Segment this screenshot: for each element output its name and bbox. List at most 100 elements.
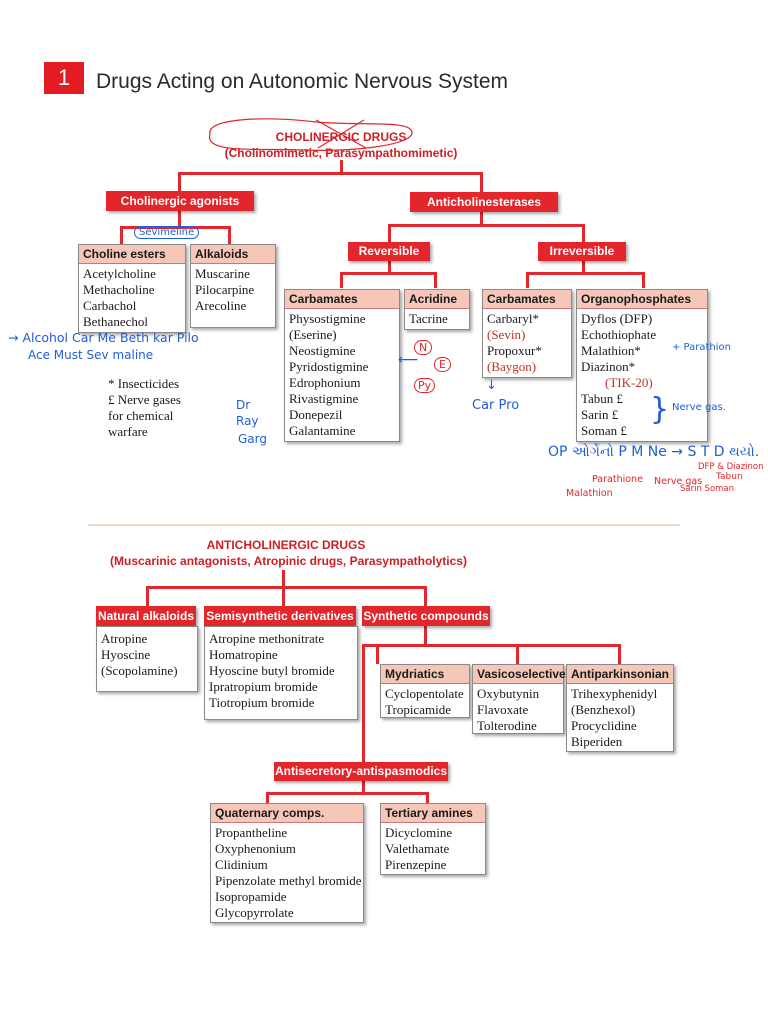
handwritten-nerve-gas: Nerve gas.: [672, 402, 726, 413]
antiparkinsonian-header: Antiparkinsonian: [567, 665, 673, 684]
list-item: Carbachol: [83, 298, 137, 313]
list-item: Cyclopentolate: [385, 686, 464, 701]
natural-alkaloids-node: Natural alkaloids: [96, 606, 196, 626]
handwritten-car-pro: Car Pro: [472, 398, 520, 413]
handwritten-down-arrow: ↓: [486, 378, 497, 393]
list-item: (Baygon): [487, 359, 537, 374]
list-item: Tacrine: [409, 311, 448, 326]
footnote-line: warfare: [108, 424, 148, 439]
list-item: Isopropamide: [215, 889, 287, 904]
organophosphates-card: Organophosphates Dyflos (DFP) Echothioph…: [576, 289, 708, 442]
acridine-header: Acridine: [405, 290, 469, 309]
list-item: Galantamine: [289, 423, 356, 438]
reversible-node: Reversible: [348, 242, 430, 261]
list-item: (Sevin): [487, 327, 526, 342]
anticholinergic-title: ANTICHOLINERGIC DRUGS: [206, 538, 366, 552]
handwritten-arrow: ⟵: [398, 352, 419, 368]
footnote-line: for chemical: [108, 408, 174, 423]
list-item: Tabun £: [581, 391, 624, 406]
list-item: Propoxur*: [487, 343, 542, 358]
anticholinesterases-node: Anticholinesterases: [410, 192, 558, 212]
handwritten-ray: Ray: [236, 414, 259, 428]
list-item: (Benzhexol): [571, 702, 636, 717]
handwritten-mnemonic-line-1: → Alcohol Car Me Beth kar Pilo: [8, 330, 199, 345]
cholinergic-agonists-node: Cholinergic agonists: [106, 191, 254, 211]
quaternary-header: Quaternary comps.: [211, 804, 363, 823]
list-item: Dicyclomine: [385, 825, 453, 840]
footnote-line: £ Nerve gases: [108, 392, 181, 407]
list-item: Muscarine: [195, 266, 250, 281]
list-item: Homatropine: [209, 647, 278, 662]
handwritten-tabun: Tabun: [716, 472, 743, 482]
handwritten-nerve-gas-2: Nerve gas: [654, 476, 703, 487]
list-item: Pyridostigmine: [289, 359, 369, 374]
handwritten-malathion: Malathion: [566, 488, 613, 499]
handwritten-py: Py: [414, 378, 436, 393]
handwritten-sarin-soman: Sarin Soman: [680, 484, 735, 494]
handwritten-op-line: OP ઓર્ગેનો P M Ne → S T D થયો.: [548, 444, 760, 460]
list-item: Hyoscine butyl bromide: [209, 663, 335, 678]
list-item: Pilocarpine: [195, 282, 255, 297]
choline-esters-header: Choline esters: [79, 245, 185, 264]
list-item: Tiotropium bromide: [209, 695, 315, 710]
handwritten-parathion: + Parathion: [672, 342, 731, 353]
list-item: Hyoscine: [101, 647, 151, 662]
list-item: (TIK-20): [605, 375, 653, 390]
list-item: Sarin £: [581, 407, 619, 422]
list-item: (Eserine): [289, 327, 337, 342]
semisynthetic-node: Semisynthetic derivatives: [204, 606, 356, 626]
list-item: Edrophonium: [289, 375, 361, 390]
handwritten-mnemonic-line-2: Ace Must Sev maline: [28, 348, 154, 362]
section-divider: [88, 524, 680, 526]
choline-esters-card: Choline esters Acetylcholine Methacholin…: [78, 244, 186, 333]
vasicoselective-header: Vasicoselective: [473, 665, 566, 684]
carbamates-reversible-card: Carbamates Physostigmine (Eserine) Neost…: [284, 289, 400, 442]
list-item: Methacholine: [83, 282, 155, 297]
tertiary-card: Tertiary amines Dicyclomine Valethamate …: [380, 803, 486, 875]
carbamates-reversible-header: Carbamates: [285, 290, 399, 309]
list-item: Valethamate: [385, 841, 450, 856]
list-item: Echothiophate: [581, 327, 657, 342]
list-item: Malathion*: [581, 343, 641, 358]
antisecretory-node: Antisecretory-antispasmodics: [274, 762, 448, 781]
list-item: Ipratropium bromide: [209, 679, 318, 694]
quaternary-card: Quaternary comps. Propantheline Oxypheno…: [210, 803, 364, 923]
list-item: Procyclidine: [571, 718, 637, 733]
tertiary-header: Tertiary amines: [381, 804, 485, 823]
list-item: Bethanechol: [83, 314, 148, 329]
handwritten-dfp-diazinon: DFP & Diazinon: [698, 462, 764, 472]
list-item: Oxybutynin: [477, 686, 540, 701]
list-item: Arecoline: [195, 298, 247, 313]
carbamates-irreversible-header: Carbamates: [483, 290, 571, 309]
handwritten-dr: Dr: [236, 398, 251, 412]
natural-alkaloids-card: Atropine Hyoscine (Scopolamine): [96, 626, 198, 692]
list-item: Atropine methonitrate: [209, 631, 325, 646]
list-item: Tropicamide: [385, 702, 451, 717]
synthetic-compounds-node: Synthetic compounds: [362, 606, 490, 626]
list-item: Dyflos (DFP): [581, 311, 653, 326]
list-item: Clidinium: [215, 857, 268, 872]
handwritten-sevimeline: Sevimeline: [134, 226, 200, 239]
handwritten-brace: }: [650, 392, 670, 427]
alkaloids-card: Alkaloids Muscarine Pilocarpine Arecolin…: [190, 244, 276, 328]
handwritten-n: N: [414, 340, 433, 355]
vasicoselective-card: Vasicoselective Oxybutynin Flavoxate Tol…: [472, 664, 566, 734]
list-item: Trihexyphenidyl: [571, 686, 658, 701]
footnote-legend: * Insecticides £ Nerve gases for chemica…: [108, 376, 181, 440]
list-item: Oxyphenonium: [215, 841, 296, 856]
mydriatics-card: Mydriatics Cyclopentolate Tropicamide: [380, 664, 470, 718]
list-item: Acetylcholine: [83, 266, 156, 281]
handwritten-garg: Garg: [238, 432, 267, 446]
handwritten-parathione: Parathione: [592, 474, 643, 485]
list-item: Propantheline: [215, 825, 288, 840]
chapter-number-badge: 1: [44, 62, 84, 94]
footnote-line: * Insecticides: [108, 376, 180, 391]
list-item: Pipenzolate methyl bromide: [215, 873, 362, 888]
list-item: Neostigmine: [289, 343, 356, 358]
handwritten-e: E: [434, 357, 451, 372]
list-item: Donepezil: [289, 407, 343, 422]
semisynthetic-card: Atropine methonitrate Homatropine Hyosci…: [204, 626, 358, 720]
list-item: (Scopolamine): [101, 663, 178, 678]
irreversible-node: Irreversible: [538, 242, 626, 261]
carbamates-irreversible-card: Carbamates Carbaryl* (Sevin) Propoxur* (…: [482, 289, 572, 378]
